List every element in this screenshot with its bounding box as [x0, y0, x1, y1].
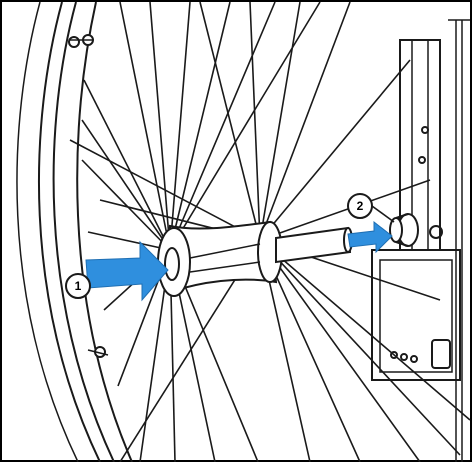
callout-1-label: 1 [75, 279, 82, 293]
insert-arrow-icon [347, 220, 393, 254]
callout-2-label: 2 [357, 199, 364, 213]
axle-mount-socket [389, 213, 419, 247]
bracket-icon [371, 19, 470, 462]
arrow-2 [347, 220, 393, 254]
wheel-icon [16, 1, 133, 462]
arrow-1 [85, 240, 169, 302]
insert-arrow-icon [85, 240, 169, 302]
wheel-spokes [69, 1, 471, 462]
callout-1: 1 [65, 273, 91, 299]
callout-2: 2 [347, 193, 395, 223]
